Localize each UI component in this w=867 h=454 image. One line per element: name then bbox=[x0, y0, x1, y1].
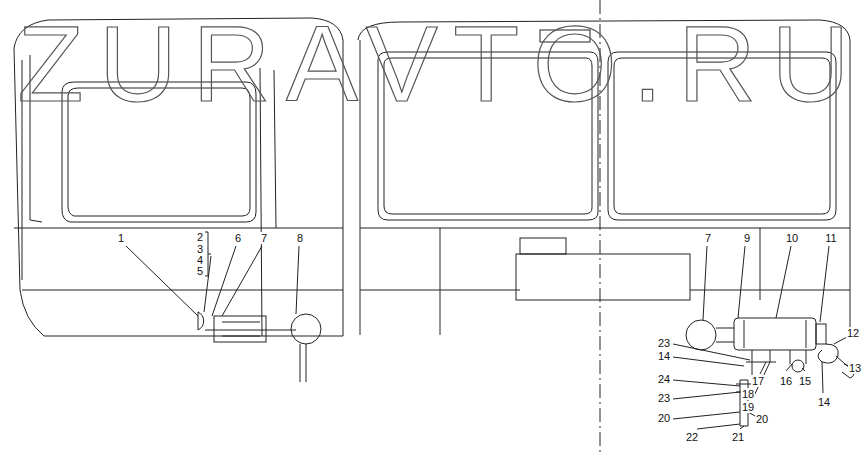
callout-number: 14 bbox=[657, 350, 671, 362]
callout-number: 23 bbox=[657, 392, 671, 404]
callout-number: 7 bbox=[260, 232, 268, 244]
callout-number: 11 bbox=[824, 232, 837, 244]
callout-number: 19 bbox=[741, 401, 755, 413]
callout-number: 17 bbox=[751, 375, 765, 387]
callout-number: 16 bbox=[779, 375, 793, 387]
callout-number: 24 bbox=[657, 373, 671, 385]
callout-number: 22 bbox=[685, 431, 699, 443]
callout-number: 12 bbox=[846, 327, 860, 339]
callout-number: 20 bbox=[657, 412, 671, 424]
watermark: ZURAVTO.RU bbox=[18, 10, 866, 118]
callout-number: 20 bbox=[755, 413, 769, 425]
callout-number: 18 bbox=[741, 388, 755, 400]
callout-number: 6 bbox=[234, 232, 242, 244]
callout-number: 15 bbox=[798, 375, 812, 387]
callout-number: 13 bbox=[848, 362, 862, 374]
callout-number: 1 bbox=[117, 232, 125, 244]
callout-number: 21 bbox=[731, 431, 745, 443]
callout-number: 23 bbox=[657, 337, 671, 349]
callout-number: 10 bbox=[785, 232, 799, 244]
callout-number: 8 bbox=[296, 232, 304, 244]
callout-number: 5 bbox=[196, 265, 204, 277]
callout-number: 7 bbox=[704, 232, 712, 244]
callout-number: 14 bbox=[817, 396, 831, 408]
callout-number: 2 bbox=[196, 231, 204, 243]
callout-number: 9 bbox=[743, 232, 751, 244]
